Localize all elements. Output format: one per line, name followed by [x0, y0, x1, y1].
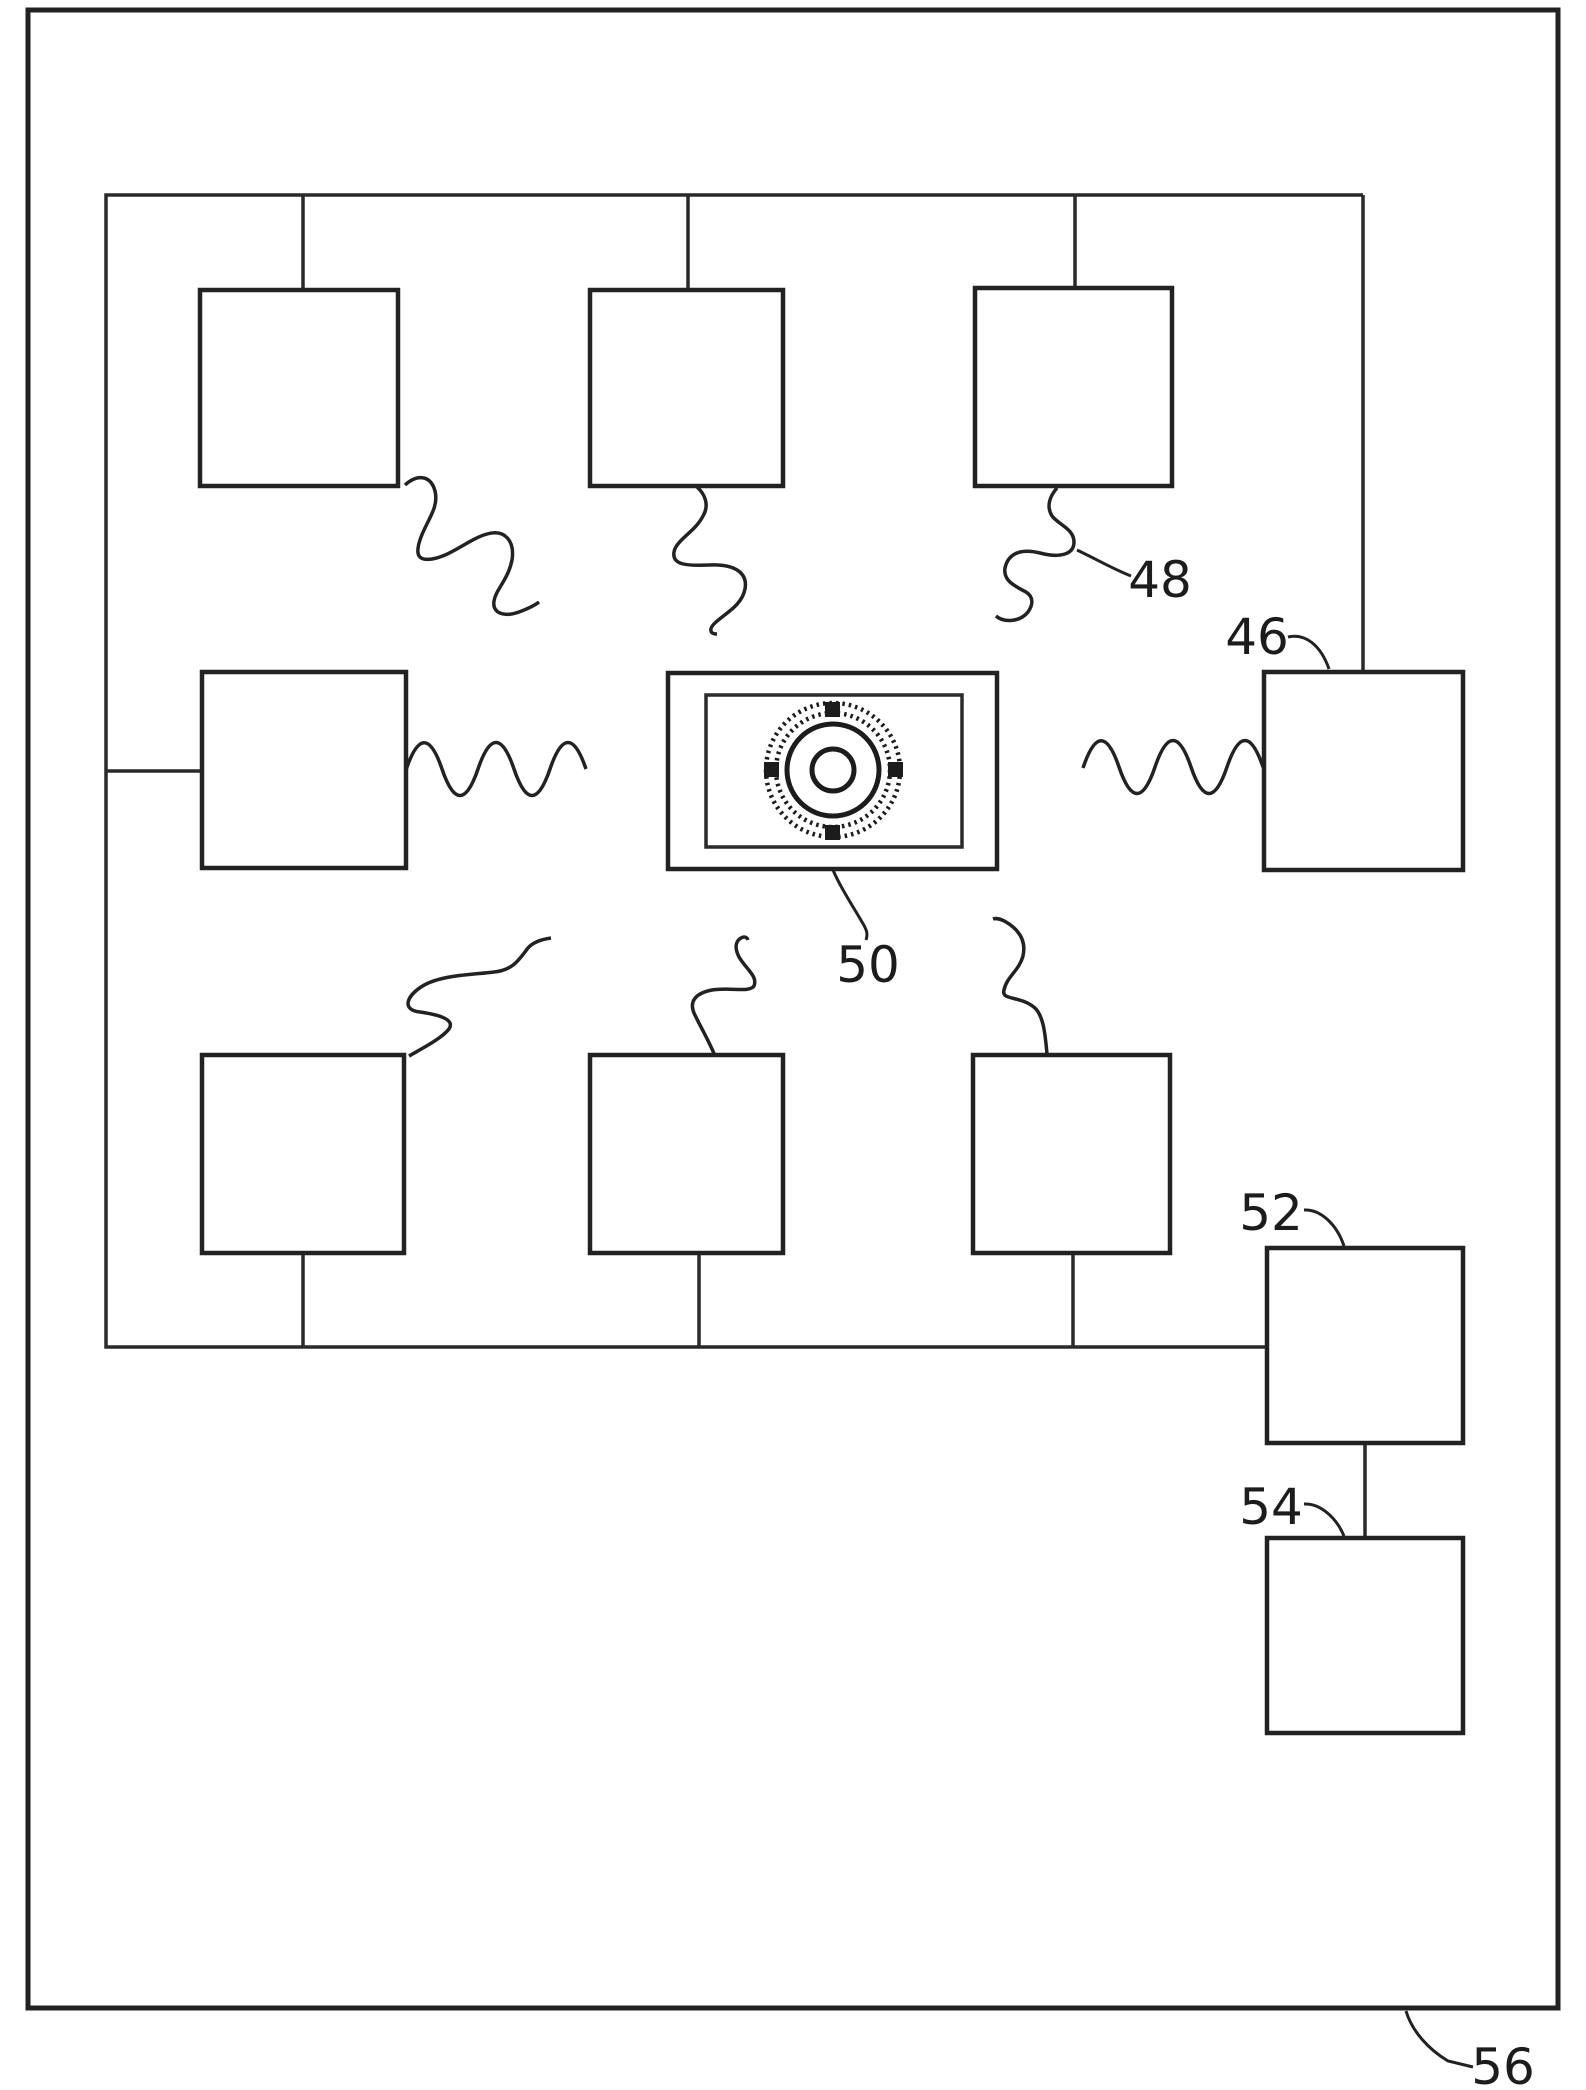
- lens-marker-right: [888, 762, 903, 777]
- wireless-squiggle-bottom-1: [406, 936, 552, 1058]
- wireless-squiggle-top-3: [994, 486, 1076, 623]
- bottom-row-square-3: [970, 1052, 1173, 1256]
- middle-left-square: [199, 669, 409, 871]
- reference-numeral-46: 46: [1225, 608, 1289, 666]
- wireless-squiggle-bottom-3: [992, 916, 1049, 1055]
- reference-numeral-56: 56: [1471, 2038, 1535, 2090]
- wireless-squiggle-bottom-2: [690, 935, 757, 1057]
- reference-numeral-52: 52: [1239, 1184, 1303, 1242]
- reference-numeral-48: 48: [1128, 551, 1192, 609]
- box-46: [1261, 669, 1466, 873]
- top-row-square-1: [197, 287, 401, 489]
- top-row-square-3: [972, 285, 1175, 489]
- bottom-row-square-2: [587, 1052, 786, 1256]
- lens-middle-circle: [784, 721, 882, 819]
- lens-center-circle: [809, 746, 857, 794]
- wireless-squiggle-top-2: [672, 485, 748, 636]
- lens-beaded-ring-inner: [773, 710, 893, 830]
- central-device-inner-frame: [704, 693, 964, 849]
- top-row-square-2: [587, 287, 786, 489]
- reference-numeral-54: 54: [1239, 1478, 1303, 1536]
- wireless-squiggle-top-1: [403, 475, 541, 616]
- bottom-row-square-1: [199, 1052, 407, 1256]
- reference-numeral-50: 50: [836, 936, 900, 994]
- wireless-wave-right: [1081, 738, 1265, 796]
- central-device-50: [665, 670, 1000, 872]
- leader-line-56: [1404, 2010, 1474, 2069]
- leader-line-48: [1076, 548, 1132, 578]
- leader-line-50: [831, 869, 869, 941]
- box-54: [1264, 1535, 1466, 1736]
- lens-marker-bottom: [825, 825, 840, 840]
- leader-line-52: [1303, 1208, 1346, 1247]
- wireless-wave-left: [404, 740, 588, 798]
- inner-bus-rectangle: [104, 193, 1363, 1349]
- leader-line-46: [1287, 634, 1331, 670]
- box-52: [1264, 1245, 1466, 1446]
- central-device-outer-frame: [665, 670, 1000, 872]
- lens-marker-left: [764, 762, 779, 777]
- leader-line-54: [1303, 1502, 1346, 1537]
- lens-marker-top: [825, 702, 840, 717]
- outer-enclosure-box: [25, 7, 1561, 2011]
